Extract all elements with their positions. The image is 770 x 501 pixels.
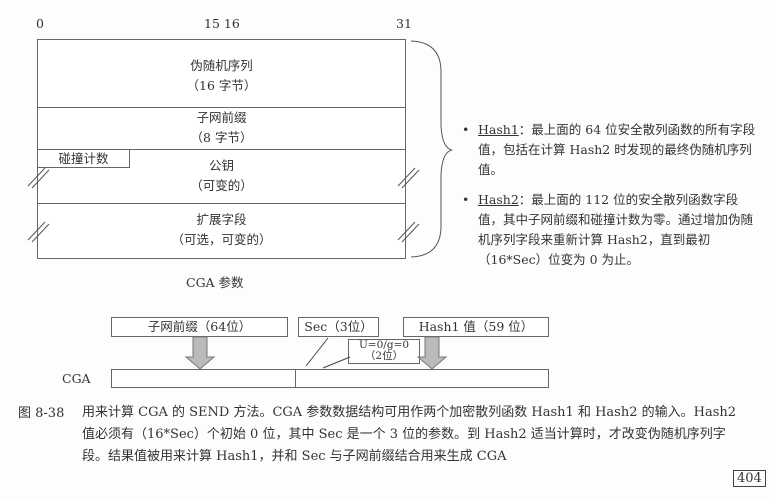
field-name: 子网前缀: [196, 110, 247, 125]
break-mark: [397, 167, 420, 189]
ug-line: （2位）: [364, 350, 404, 362]
hash1-box: Hash1 值（59 位）: [403, 317, 549, 337]
diagram-marks: [27, 40, 453, 258]
break-mark: [27, 167, 50, 189]
row-divider: [37, 149, 406, 150]
field-note: （16 字节）: [186, 78, 257, 93]
field-note: （8 字节）: [190, 130, 253, 145]
cga-divider: [295, 369, 296, 388]
field-extension: 扩展字段 （可选，可变的）: [37, 210, 406, 250]
field-public-key: 公钥 （可变的）: [37, 156, 406, 196]
brace: [410, 40, 453, 258]
field-name: 伪随机序列: [190, 58, 253, 73]
field-note: （可变的）: [190, 178, 253, 193]
bullet-hash1: •Hash1：最上面的 64 位安全散列函数的所有字段值，包括在计算 Hash2…: [462, 122, 756, 177]
ug-line: U=0/g=0: [358, 339, 410, 351]
row-divider: [37, 107, 406, 108]
bullet-text: ：最上面的 64 位安全散列函数的所有字段值，包括在计算 Hash2 时发现的最…: [478, 122, 756, 177]
pointer-line: [305, 337, 329, 367]
cga-arrows: [184, 336, 448, 370]
page-number: 404: [733, 470, 766, 487]
field-note: （可选，可变的）: [171, 232, 272, 247]
bullet-hash2: •Hash2：最上面的 112 位的安全散列函数字段值，其中子网前缀和碰撞计数为…: [462, 192, 754, 267]
caption-text: 用来计算 CGA 的 SEND 方法。CGA 参数数据结构可用作两个加密散列函数…: [82, 405, 737, 464]
bullet-text: ：最上面的 112 位的安全散列函数字段值，其中子网前缀和碰撞计数为零。通过增加…: [478, 192, 754, 267]
down-arrow: [184, 336, 216, 370]
field-random: 伪随机序列 （16 字节）: [37, 56, 406, 96]
row-divider: [37, 203, 406, 204]
cga-label: CGA: [62, 371, 91, 386]
field-name: 公钥: [208, 158, 234, 173]
bullet-term: Hash1: [478, 122, 519, 137]
ruler-mid: 15 16: [204, 16, 240, 31]
cga-bar: [111, 369, 549, 388]
sec-box: Sec（3位）: [298, 317, 379, 337]
ruler-end: 31: [396, 16, 412, 31]
down-arrow: [416, 336, 448, 370]
field-subnet: 子网前缀 （8 字节）: [37, 108, 406, 148]
collision-count: 碰撞计数: [37, 149, 130, 168]
bullet-term: Hash2: [478, 192, 519, 207]
params-title: CGA 参数: [186, 275, 244, 290]
pointer-line: [322, 356, 351, 369]
break-mark: [397, 221, 420, 243]
ug-box: U=0/g=0（2位）: [348, 339, 420, 364]
subnet-box: 子网前缀（64位）: [111, 317, 288, 337]
break-mark: [27, 221, 50, 243]
caption-number: 图 8-38: [18, 406, 65, 421]
field-name: 扩展字段: [196, 212, 247, 227]
ruler-start: 0: [36, 16, 44, 31]
